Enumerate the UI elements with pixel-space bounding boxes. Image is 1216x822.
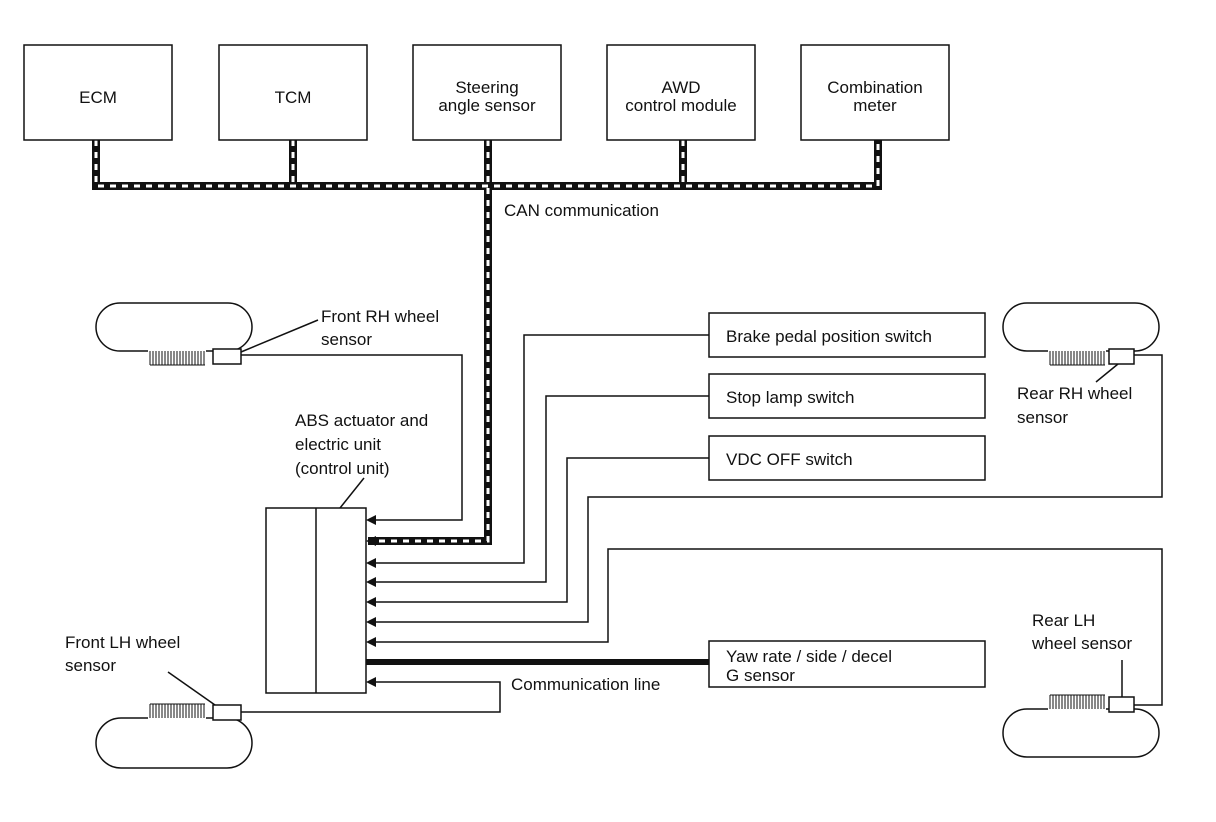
rear-lh-label-line2: wheel sensor [1031,634,1133,653]
module-meter-label-line2: meter [853,96,897,115]
stop-lamp-switch: Stop lamp switch [708,373,986,419]
front-rh-leader-line [240,319,319,353]
module-tcm: TCM [218,44,368,141]
front-rh-wheel [95,302,253,366]
front-lh-label-line2: sensor [65,656,116,675]
module-combination-meter: Combination meter [800,44,950,141]
can-bus [92,140,882,546]
module-tcm-label: TCM [275,88,312,107]
abs-actuator-unit [265,507,367,694]
vdc-off-switch: VDC OFF switch [708,435,986,481]
module-awd-label-line1: AWD [661,78,700,97]
module-awd-control: AWD control module [606,44,756,141]
rear-rh-label-line1: Rear RH wheel [1017,384,1132,403]
front-rh-label-line1: Front RH wheel [321,307,439,326]
rear-rh-leader-line [1095,363,1119,383]
module-steering-label-line1: Steering [455,78,518,97]
signal-wires [241,334,1163,713]
abs-leader-line [339,477,365,509]
rear-lh-wheel [1002,694,1160,758]
front-rh-label-line2: sensor [321,330,372,349]
abs-label-line1: ABS actuator and [295,411,428,430]
stop-lamp-switch-label: Stop lamp switch [726,388,855,407]
yaw-sensor-label-line2: G sensor [726,666,795,685]
communication-line-label: Communication line [511,675,660,694]
front-lh-wheel [95,703,253,769]
module-steering-label-line2: angle sensor [438,96,536,115]
yaw-sensor-label-line1: Yaw rate / side / decel [726,647,892,666]
module-ecm: ECM [23,44,173,141]
can-communication-label: CAN communication [504,201,659,220]
rear-rh-label-line2: sensor [1017,408,1068,427]
rear-rh-wheel [1002,302,1160,366]
abs-label-line2: electric unit [295,435,381,454]
rear-lh-label-line1: Rear LH [1032,611,1095,630]
module-steering-angle-sensor: Steering angle sensor [412,44,562,141]
brake-pedal-switch-label: Brake pedal position switch [726,327,932,346]
yaw-rate-g-sensor: Yaw rate / side / decel G sensor [708,640,986,688]
brake-pedal-switch: Brake pedal position switch [708,312,986,358]
vdc-off-switch-label: VDC OFF switch [726,450,853,469]
module-meter-label-line1: Combination [827,78,922,97]
front-lh-leader-line [167,671,216,706]
abs-label-line3: (control unit) [295,459,389,478]
front-lh-label-line1: Front LH wheel [65,633,180,652]
module-ecm-label: ECM [79,88,117,107]
module-awd-label-line2: control module [625,96,737,115]
